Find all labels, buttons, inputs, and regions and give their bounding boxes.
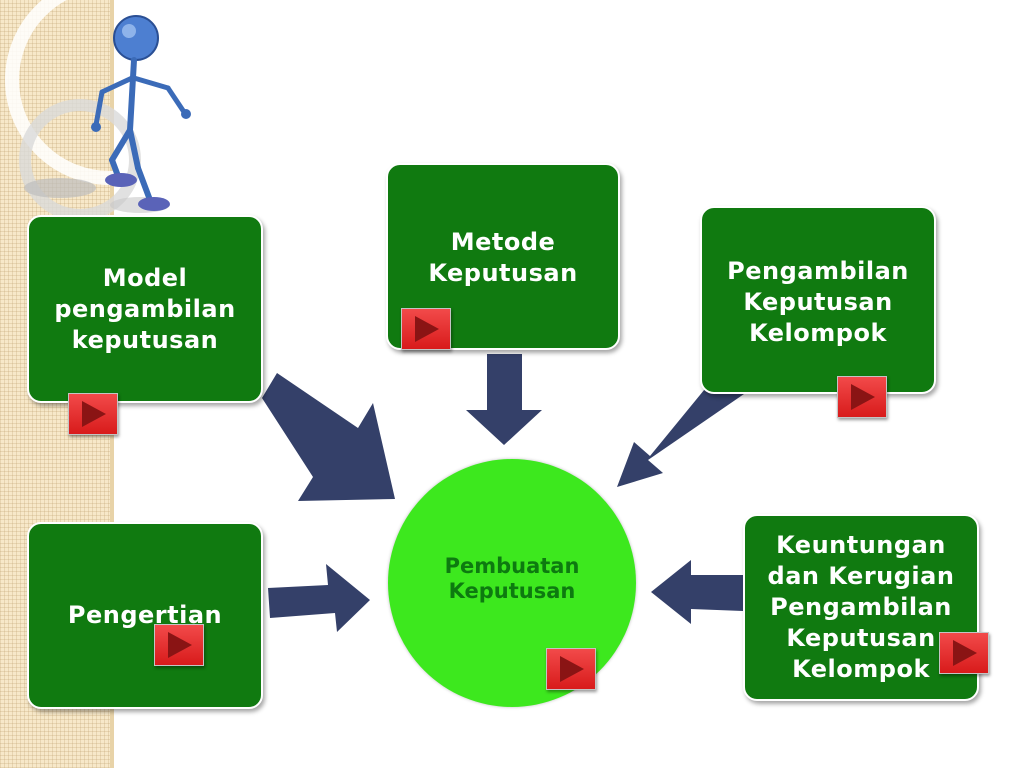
play-triangle-icon bbox=[953, 640, 977, 666]
stick-figure-icon bbox=[5, 0, 210, 220]
play-button-metode[interactable] bbox=[401, 308, 451, 350]
play-triangle-icon bbox=[851, 384, 875, 410]
node-pengertian: Pengertian bbox=[27, 522, 263, 709]
node-model-pengambilan-keputusan: Model pengambilan keputusan bbox=[27, 215, 263, 403]
play-button-model[interactable] bbox=[68, 393, 118, 435]
node-kelompok-label: Pengambilan Keputusan Kelompok bbox=[727, 257, 909, 347]
play-button-pengertian[interactable] bbox=[154, 624, 204, 666]
play-button-keuntungan[interactable] bbox=[939, 632, 989, 674]
play-triangle-icon bbox=[560, 656, 584, 682]
play-triangle-icon bbox=[168, 632, 192, 658]
node-pengertian-label: Pengertian bbox=[67, 601, 223, 629]
arrow-pengertian-to-center bbox=[268, 564, 370, 632]
node-keuntungan-label: Keuntungan dan Kerugian Pengambilan Kepu… bbox=[767, 531, 955, 683]
node-model-label: Model pengambilan keputusan bbox=[54, 264, 236, 354]
play-button-center[interactable] bbox=[546, 648, 596, 690]
center-node-label: Pembuatan Keputusan bbox=[444, 554, 580, 603]
play-triangle-icon bbox=[415, 316, 439, 342]
play-button-kelompok[interactable] bbox=[837, 376, 887, 418]
arrow-metode-to-center bbox=[466, 354, 542, 445]
node-pengambilan-keputusan-kelompok: Pengambilan Keputusan Kelompok bbox=[700, 206, 936, 394]
center-node-pembuatan-keputusan: Pembuatan Keputusan bbox=[388, 459, 636, 707]
node-metode-label: Metode Keputusan bbox=[428, 228, 578, 287]
arrow-kelompok-to-center bbox=[617, 373, 744, 487]
arrow-keuntungan-to-center bbox=[651, 560, 743, 624]
play-triangle-icon bbox=[82, 401, 106, 427]
arrow-model-to-center bbox=[262, 373, 395, 501]
